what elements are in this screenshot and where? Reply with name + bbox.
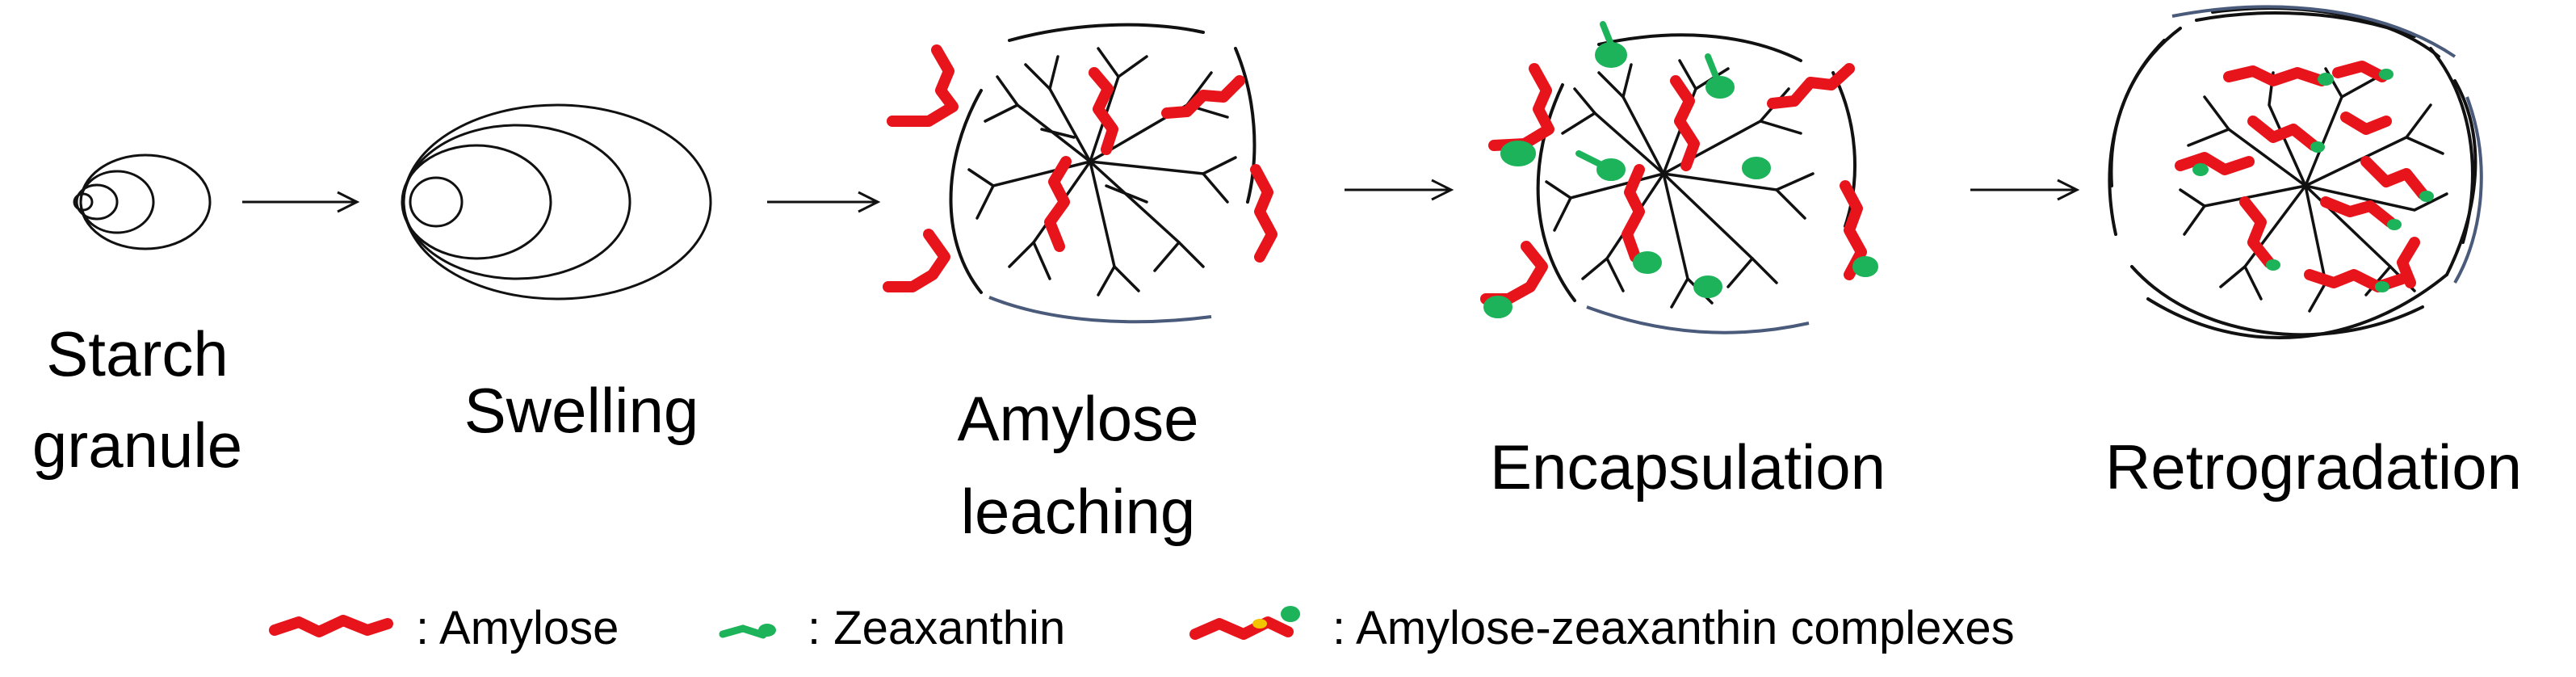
- legend-complex-icon: [1189, 606, 1300, 640]
- stage-label-starch-granule-line2: granule: [32, 410, 242, 481]
- legend-zeaxanthin-label: : Zeaxanthin: [808, 602, 1065, 654]
- stage-label-encapsulation: Encapsulation: [1490, 431, 1886, 502]
- legend-zeaxanthin-icon: [719, 624, 776, 639]
- encapsulation-granule: [1480, 21, 1878, 334]
- stage-label-retrogradation: Retrogradation: [2105, 431, 2522, 502]
- arrow-4: [1970, 179, 2080, 201]
- stage-label-swelling: Swelling: [464, 375, 699, 446]
- retrogradation-granule: [2108, 5, 2483, 340]
- stage-label-starch-granule-line1: Starch: [46, 318, 228, 389]
- legend-amylose-label: : Amylose: [416, 602, 619, 654]
- legend-complex-label: : Amylose-zeaxanthin complexes: [1332, 602, 2015, 654]
- stage-label-amylose-leaching-line1: Amylose: [957, 383, 1198, 454]
- arrow-1: [242, 191, 360, 213]
- arrow-3: [1345, 179, 1454, 201]
- leaching-granule: [883, 23, 1278, 324]
- legend: : Amylose : Zeaxanthin : Amylose-zeaxant…: [269, 602, 2015, 654]
- legend-amylose-icon: [269, 615, 393, 637]
- stage-label-amylose-leaching-line2: leaching: [961, 476, 1196, 547]
- swollen-granule-shape: [401, 103, 712, 301]
- arrow-2: [767, 191, 881, 213]
- starch-granule-shape: [73, 153, 212, 250]
